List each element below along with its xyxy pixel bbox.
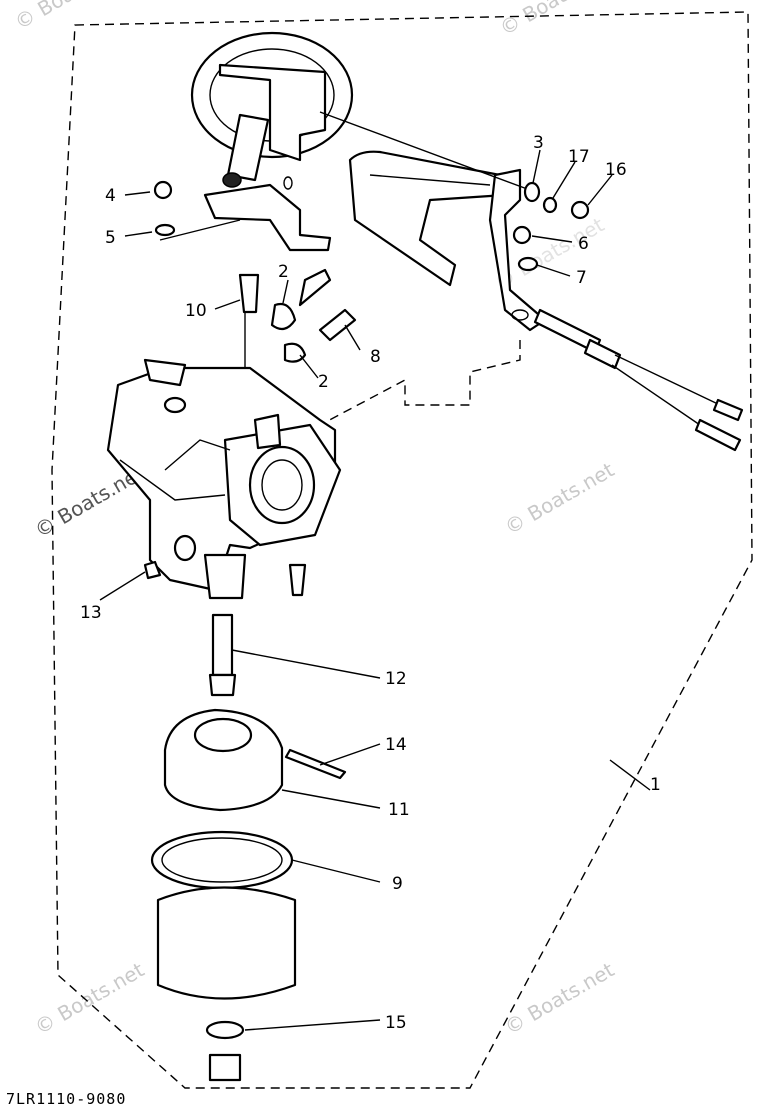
callout-17: 17 — [568, 147, 590, 167]
carburetor-body — [106, 358, 342, 600]
callout-14: 14 — [385, 735, 407, 755]
watermark: © Boats.net — [501, 457, 619, 539]
callouts: 2 2 3 4 5 6 7 8 9 10 11 12 13 14 15 16 1… — [80, 133, 661, 1033]
callout-13: 13 — [80, 603, 102, 623]
callout-2-upper: 2 — [278, 262, 289, 282]
leader-lines — [99, 149, 651, 1031]
callout-15: 15 — [385, 1013, 407, 1033]
watermark: © Boats.net — [31, 957, 149, 1039]
callout-8: 8 — [370, 347, 381, 367]
callout-3: 3 — [533, 133, 544, 153]
callout-2-lower: 2 — [318, 372, 329, 392]
screws-and-springs — [238, 268, 357, 390]
callout-9: 9 — [392, 874, 403, 894]
watermark: © Boats.net — [11, 0, 129, 34]
fasteners — [153, 180, 590, 272]
callout-4: 4 — [105, 186, 116, 206]
watermark: © Boats.net — [496, 0, 614, 40]
callout-6: 6 — [578, 234, 589, 254]
callout-12: 12 — [385, 669, 407, 689]
callout-5: 5 — [105, 228, 116, 248]
callout-10: 10 — [185, 301, 207, 321]
callout-1-assembly: 1 — [650, 775, 661, 795]
throttle-bracket — [319, 111, 744, 452]
callout-16: 16 — [605, 160, 627, 180]
float-and-bowl — [143, 560, 347, 1082]
fuel-tank — [190, 31, 354, 252]
callout-11: 11 — [388, 800, 410, 820]
part-code: 7LR1110-9080 — [6, 1090, 126, 1108]
callout-7: 7 — [576, 268, 587, 288]
